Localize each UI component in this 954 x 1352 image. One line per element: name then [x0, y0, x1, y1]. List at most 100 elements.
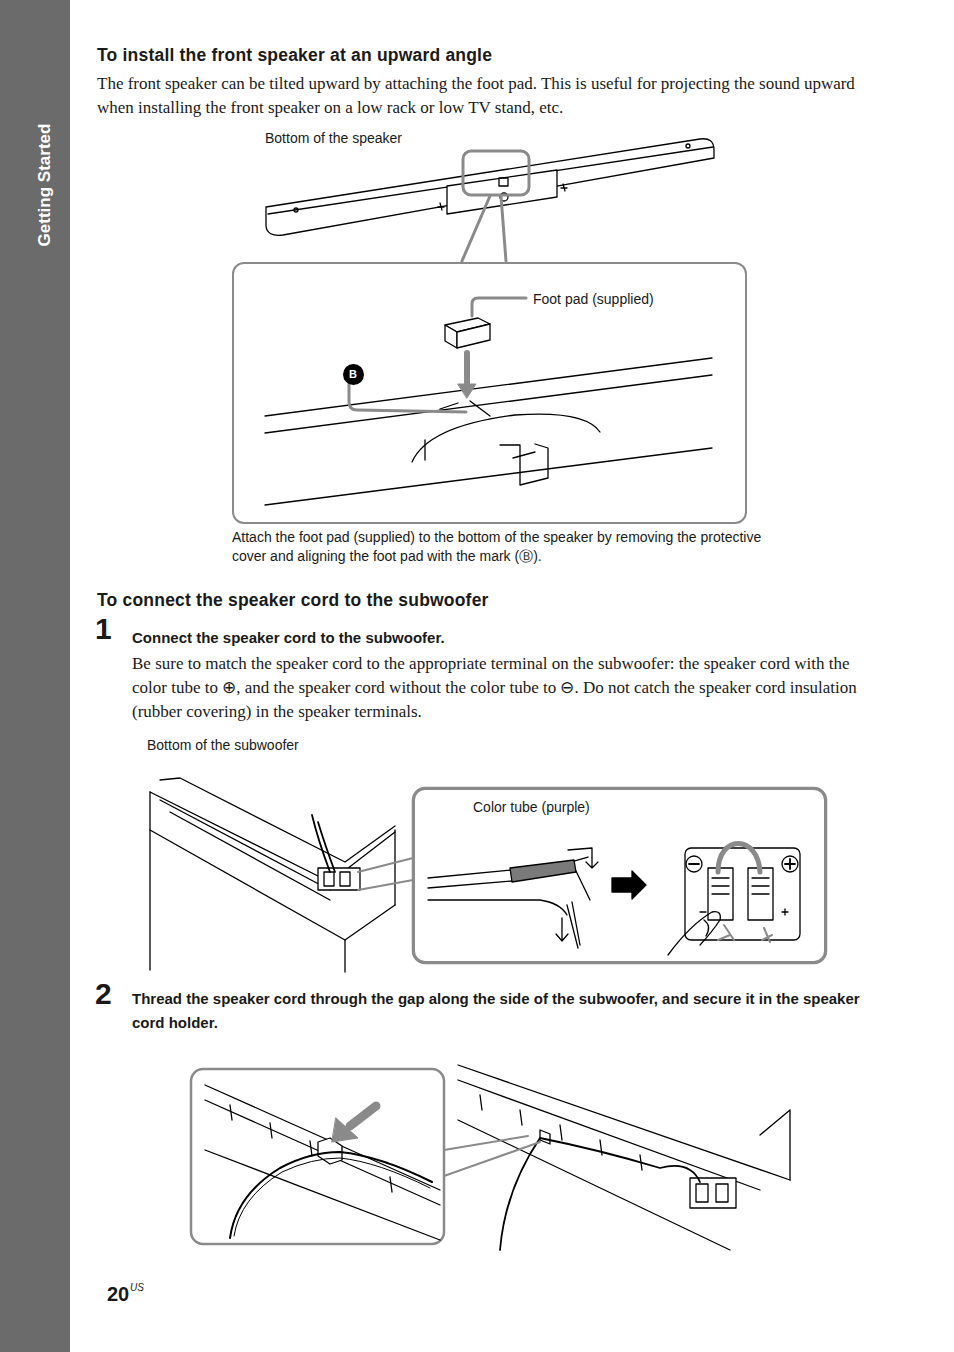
- speaker-bar-part: [561, 184, 567, 191]
- subwoofer-part: [344, 940, 345, 972]
- callout-letter: B: [343, 364, 364, 385]
- section-tab: Getting Started: [35, 124, 55, 247]
- speaker-bar-part: [686, 144, 690, 148]
- subwoofer-side-part: [500, 1138, 700, 1250]
- speaker-detail-part: [445, 325, 457, 348]
- speaker-detail-part: [513, 452, 535, 458]
- cord-detail-part: [782, 856, 798, 872]
- holder-detail-part: [205, 1085, 440, 1190]
- callout-mark: B: [343, 364, 364, 385]
- subwoofer-part: [394, 830, 395, 905]
- cord-detail-part: [785, 859, 795, 869]
- holder-detail-part: [230, 1152, 432, 1238]
- subwoofer-part: [318, 868, 360, 890]
- push-arrow-part: [332, 1118, 358, 1142]
- speaker-detail: [265, 318, 712, 505]
- figure-caption: Attach the foot pad (supplied) to the bo…: [232, 528, 772, 566]
- subwoofer-side-part: [540, 1130, 550, 1144]
- page-suffix: US: [130, 1282, 144, 1294]
- speaker-bar: [266, 139, 714, 236]
- speaker-detail-part: [457, 324, 490, 348]
- zoom-line: [444, 1136, 540, 1176]
- detail-box: Color tube (purple): [413, 788, 826, 963]
- down-arrow-part: [464, 353, 470, 386]
- subwoofer-side-part: [716, 1184, 728, 1202]
- subwoofer-part: [160, 778, 395, 862]
- subwoofer-part: [340, 872, 350, 886]
- speaker-detail-part: [412, 414, 600, 462]
- cord-detail-part: [556, 918, 568, 941]
- speaker-detail-part: [265, 375, 712, 433]
- holder-detail-part: [230, 1105, 392, 1192]
- speaker-bar-part: [499, 178, 508, 186]
- step-number: 1: [95, 612, 112, 646]
- step-number: 2: [95, 977, 112, 1011]
- cord-detail-part: [612, 871, 646, 899]
- figure-label: Bottom of the speaker: [265, 129, 402, 148]
- push-arrow-part: [350, 1106, 376, 1126]
- cord-detail-part: [686, 856, 702, 872]
- zoom-line-part: [444, 1142, 540, 1176]
- subwoofer-side-part: [760, 1110, 790, 1180]
- speaker-detail-part: [265, 448, 712, 505]
- speaker-bar-part: [268, 147, 713, 214]
- step-title: Thread the speaker cord through the gap …: [132, 987, 887, 1035]
- section-heading: To connect the speaker cord to the subwo…: [97, 590, 489, 611]
- cord-detail-part: [428, 900, 567, 915]
- highlight-part: [501, 196, 506, 261]
- speaker-detail-part: [500, 444, 548, 485]
- holder-detail-part: [234, 1158, 430, 1236]
- speaker-detail-part: [440, 401, 490, 416]
- down-arrow-part: [458, 384, 476, 398]
- step-title: Connect the speaker cord to the subwoofe…: [132, 626, 445, 650]
- holder-detail-part: [191, 1069, 444, 1244]
- holder-detail: [191, 1069, 444, 1244]
- subwoofer-side-part: [690, 1178, 736, 1208]
- zoom-line-part: [358, 858, 413, 872]
- cord-detail-part: [568, 848, 598, 868]
- speaker-bar-part: [438, 203, 444, 210]
- cord-detail-part: [510, 860, 576, 882]
- detail-box: Foot pad (supplied) B: [232, 262, 747, 524]
- cord-detail-part: [668, 912, 720, 955]
- body-text: The front speaker can be tilted upward b…: [97, 72, 887, 120]
- highlight: [462, 151, 529, 261]
- cord-detail-part: [689, 863, 699, 865]
- holder-detail-part: [205, 1150, 440, 1240]
- subwoofer-side-part: [480, 1095, 642, 1170]
- cord-detail-part: [712, 878, 769, 894]
- subwoofer: [150, 778, 395, 972]
- cord-detail-part: [718, 925, 734, 940]
- figure-label: Bottom of the subwoofer: [147, 736, 299, 755]
- holder-detail-part: [318, 1138, 342, 1164]
- page-number: 20: [107, 1282, 129, 1306]
- subwoofer-part: [149, 792, 150, 970]
- down-arrow: [458, 353, 476, 398]
- part-label: Color tube (purple): [473, 798, 590, 817]
- zoom-line-part: [444, 1136, 528, 1150]
- subwoofer-side-part: [458, 1120, 730, 1250]
- subwoofer-part: [160, 800, 330, 900]
- subwoofer-part: [150, 830, 395, 940]
- cord-detail-part: [685, 848, 800, 940]
- cord-detail-part: [413, 788, 826, 963]
- speaker-bar-part: [266, 139, 714, 236]
- cord-detail-part: [704, 920, 709, 936]
- leader-line-part: [472, 298, 526, 316]
- speaker-detail-part: [424, 440, 425, 460]
- subwoofer-side-part: [696, 1184, 708, 1202]
- zoom-line: [358, 858, 413, 890]
- cord-detail-part: [718, 844, 760, 873]
- cord-detail-part: [762, 928, 772, 942]
- speaker-bar-part: [294, 208, 298, 212]
- subwoofer-part: [324, 872, 334, 886]
- highlight-part: [463, 151, 529, 195]
- part-label: Foot pad (supplied): [533, 290, 654, 309]
- section-heading: To install the front speaker at an upwar…: [97, 45, 492, 66]
- subwoofer-side-part: [458, 1080, 760, 1190]
- highlight-part: [462, 196, 490, 261]
- subwoofer-side: [458, 1065, 790, 1250]
- leader-line-part: [349, 381, 466, 412]
- cord-detail: [413, 788, 826, 963]
